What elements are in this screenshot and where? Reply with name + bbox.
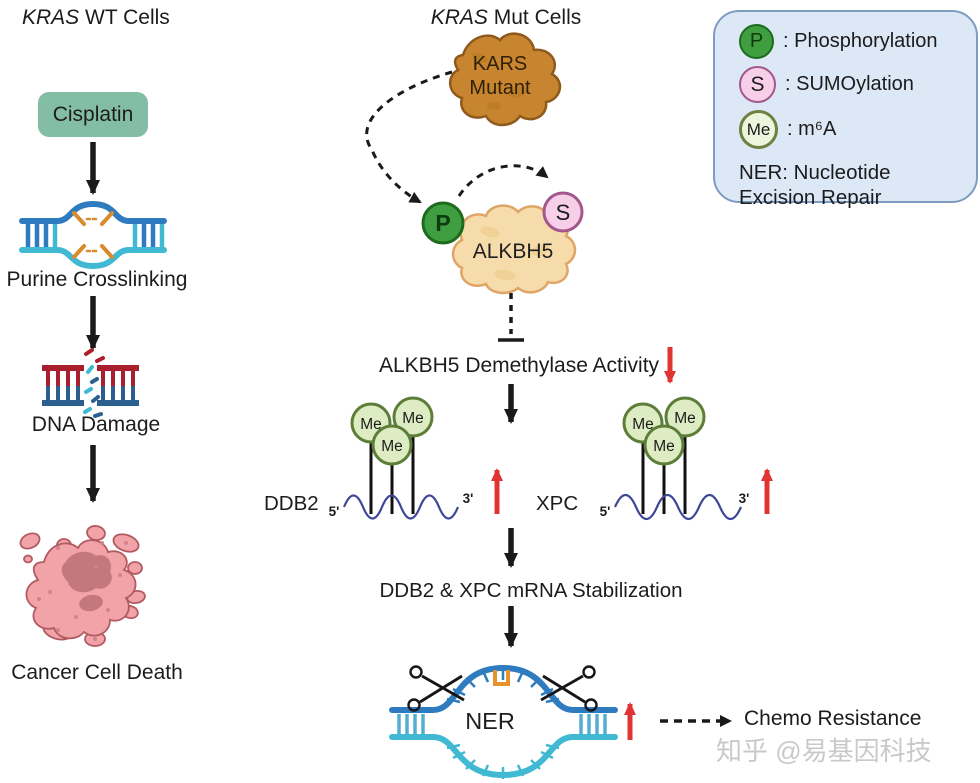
kras-mut-title-rest: Mut Cells bbox=[487, 6, 582, 29]
kars-label-line1: KARS bbox=[473, 53, 527, 75]
cisplatin-box: Cisplatin bbox=[38, 92, 148, 137]
mrna-wave bbox=[613, 493, 743, 521]
dna-debris-icon bbox=[83, 348, 105, 418]
phospho-legend-icon: P bbox=[739, 24, 774, 59]
me-badge: Me Me Me bbox=[622, 396, 706, 466]
crosslink-marks-icon bbox=[72, 211, 114, 259]
me-badge-label: Me bbox=[653, 438, 675, 455]
alkbh5-blob: ALKBH5 bbox=[451, 204, 577, 295]
kras-mut-title: KRAS Mut Cells bbox=[431, 6, 582, 30]
kars-label-line2: Mutant bbox=[469, 77, 531, 99]
cancer-cell-icon bbox=[19, 525, 146, 647]
legend-ner-definition: NER: Nucleotide Excision Repair bbox=[739, 160, 966, 210]
legend-row-sumoylation: S : SUMOylation bbox=[739, 66, 966, 103]
stabilization-label: DDB2 & XPC mRNA Stabilization bbox=[379, 579, 683, 602]
scissors-icon bbox=[540, 665, 598, 712]
me-badge-label: Me bbox=[632, 416, 654, 433]
ddb2-mrna-icon: Me Me Me 5' 3' bbox=[329, 396, 474, 520]
ner-label: NER bbox=[465, 708, 515, 734]
cancer-cell-death-label: Cancer Cell Death bbox=[11, 661, 183, 684]
legend-box: P : Phosphorylation S : SUMOylation Me :… bbox=[713, 10, 978, 209]
dna-damage-label: DNA Damage bbox=[31, 413, 161, 436]
legend-ner-line2: Excision Repair bbox=[739, 186, 882, 209]
sumo-badge-label: S bbox=[556, 200, 571, 225]
me-badge-label: Me bbox=[381, 438, 403, 455]
inhibition-connector bbox=[498, 293, 524, 342]
cisplatin-label: Cisplatin bbox=[52, 102, 134, 126]
five-prime-label: 5' bbox=[600, 504, 611, 519]
scissors-icon bbox=[407, 665, 465, 712]
purine-crosslinking-label: Purine Crosslinking bbox=[6, 268, 188, 291]
kras-wt-title-italic: KRAS bbox=[22, 6, 80, 29]
ner-dna-icon: NER bbox=[389, 664, 618, 779]
three-prime-label: 3' bbox=[739, 491, 750, 506]
legend-ner-line1: NER: Nucleotide bbox=[739, 161, 891, 184]
sumo-badge: S bbox=[542, 191, 584, 233]
me-badge: Me Me Me bbox=[350, 396, 434, 466]
chemo-resistance-label: Chemo Resistance bbox=[744, 707, 922, 730]
legend-phospho-label: : Phosphorylation bbox=[783, 30, 938, 52]
legend-sumo-label: : SUMOylation bbox=[785, 73, 914, 95]
legend-m6a-label: : m⁶A bbox=[787, 118, 837, 140]
three-prime-label: 3' bbox=[463, 491, 474, 506]
dna-lesion-icon bbox=[493, 670, 510, 686]
legend-row-phosphorylation: P : Phosphorylation bbox=[739, 24, 966, 59]
legend-row-m6a: Me : m⁶A bbox=[739, 110, 966, 149]
kars-mutant-blob: KARS Mutant bbox=[449, 32, 562, 127]
watermark: 知乎 @易基因科技 bbox=[716, 736, 932, 766]
me-badge-label: Me bbox=[674, 410, 696, 427]
phospho-badge-label: P bbox=[435, 210, 450, 236]
me-badge-label: Me bbox=[402, 410, 424, 427]
five-prime-label: 5' bbox=[329, 504, 340, 519]
me-badge-label: Me bbox=[360, 416, 382, 433]
ddb2-gene-label: DDB2 bbox=[264, 492, 319, 515]
me-legend-icon: Me bbox=[739, 110, 778, 149]
dna-crosslink-icon bbox=[19, 200, 167, 270]
xpc-gene-label: XPC bbox=[536, 492, 579, 515]
dashed-arrow-kars-to-p bbox=[365, 70, 453, 204]
alkbh5-label: ALKBH5 bbox=[473, 240, 554, 263]
kras-wt-title-rest: WT Cells bbox=[79, 6, 170, 29]
dna-damage-icon bbox=[42, 348, 139, 418]
kras-wt-title: KRAS WT Cells bbox=[22, 6, 170, 30]
mrna-wave bbox=[342, 494, 460, 520]
xpc-mrna-icon: Me Me Me 5' 3' bbox=[600, 396, 750, 521]
kras-mut-title-italic: KRAS bbox=[430, 6, 488, 29]
alkbh5-activity-label: ALKBH5 Demethylase Activity bbox=[378, 354, 660, 377]
sumo-legend-icon: S bbox=[739, 66, 776, 103]
dashed-arrow-p-to-s bbox=[457, 164, 549, 197]
phospho-badge: P bbox=[421, 201, 465, 245]
